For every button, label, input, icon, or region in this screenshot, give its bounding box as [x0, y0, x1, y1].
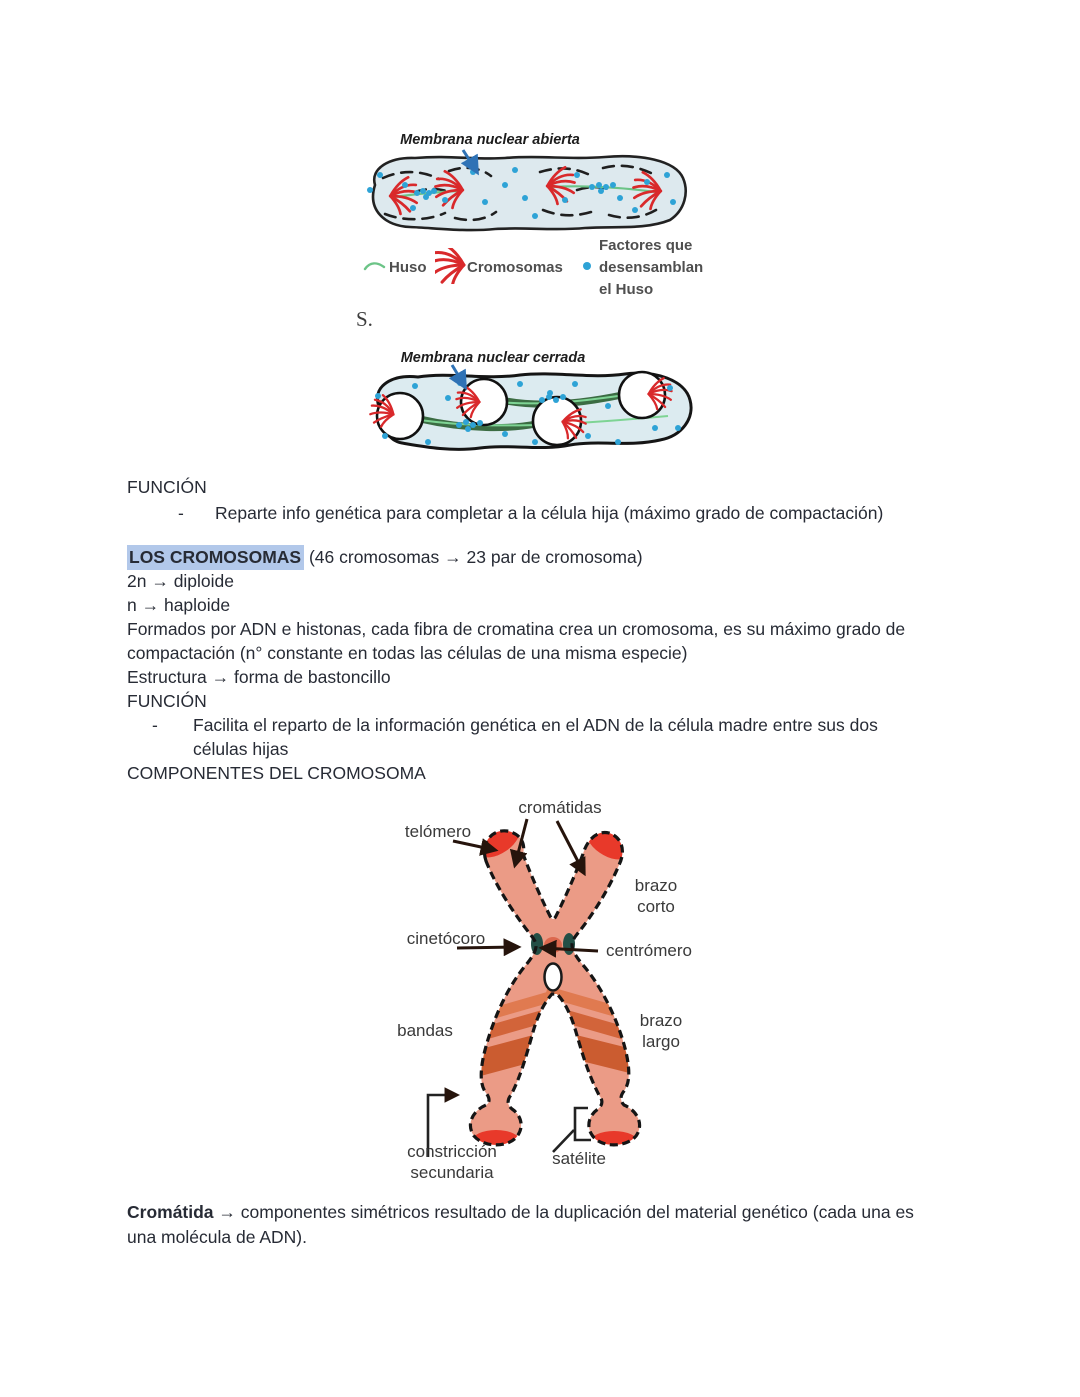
cromosomas-heading-line: LOS CROMOSOMAS (46 cromosomas → 23 par d…: [127, 545, 643, 570]
title-arrow-icon: [460, 149, 479, 176]
annotation-arrows: [452, 818, 599, 958]
factor-dot-icon: [583, 262, 591, 270]
cromatida-definition-rest: → componentes simétricos resultado de la…: [213, 1202, 914, 1222]
figure-closed-title: Membrana nuclear cerrada: [400, 350, 586, 366]
line-n: n → haploide: [127, 595, 231, 615]
figure-open-membrane: Membrana nuclear abierta: [355, 130, 703, 310]
estructura-line: Estructura → forma de bastoncillo: [127, 667, 391, 687]
label-brazo-corto: brazo corto: [634, 876, 678, 916]
label-bandas: bandas: [397, 1021, 453, 1040]
label-telomero: telómero: [404, 822, 472, 841]
label-constriccion-secundaria: constricción secundaria: [407, 1142, 497, 1182]
cromosomas-heading-rest: (46 cromosomas → 23 par de cromosoma): [304, 547, 643, 567]
heading-funcion-2: FUNCIÓN: [127, 691, 207, 711]
legend-cromosomas-label: Cromosomas: [467, 259, 563, 276]
factor-dots: [375, 380, 681, 445]
closed-membrane-diagram: [366, 364, 693, 451]
centromere-shade: [544, 937, 562, 953]
componentes-heading: COMPONENTES DEL CROMOSOMA: [127, 763, 426, 783]
heading-funcion-1: FUNCIÓN: [127, 477, 207, 497]
open-membrane-diagram: [367, 149, 687, 232]
factores-line-1: Factores que: [599, 237, 693, 254]
line-2n: 2n → diploide: [127, 571, 235, 591]
funcion-item-1: Reparte info genética para completar a l…: [215, 503, 884, 523]
label-centromero: centrómero: [606, 941, 692, 960]
label-cinetocoro: cinetócoro: [406, 929, 486, 948]
chromosome-diagram: cromátidas telómero brazo corto cinetóco…: [385, 785, 715, 1197]
section-marker: S.: [356, 307, 373, 331]
funcion-item-2b: células hijas: [193, 739, 289, 759]
funcion-item-2a: Facilita el reparto de la información ge…: [193, 715, 878, 735]
formados-line-2: compactación (n° constante en todas las …: [127, 643, 688, 663]
figure-closed-membrane: Membrana nuclear cerrada: [360, 348, 700, 460]
central-cleft: [543, 962, 563, 992]
bullet-dash: -: [178, 503, 184, 523]
huso-icon: [363, 262, 386, 271]
chromosome-icon: [435, 248, 466, 284]
title-arrow-icon: [448, 364, 467, 391]
legend-huso-label: Huso: [389, 259, 427, 276]
bullet-dash: -: [152, 715, 158, 735]
chromosome-figure: [426, 818, 642, 1157]
label-brazo-largo: brazo largo: [639, 1011, 683, 1051]
label-cromatidas: cromátidas: [518, 798, 602, 817]
factores-line-2: desensamblan: [599, 259, 704, 276]
legend-factores-label: Factores que desensamblan el Huso: [599, 235, 703, 301]
bracket-lines: [426, 1087, 591, 1157]
cromatida-term: Cromátida: [127, 1202, 214, 1222]
cromatida-definition-line-1: Cromátida → componentes simétricos resul…: [127, 1200, 914, 1225]
nuclei: [375, 370, 667, 447]
factores-line-3: el Huso: [599, 281, 654, 298]
formados-line-1: Formados por ADN e histonas, cada fibra …: [127, 619, 906, 639]
cromosomas-heading-highlight: LOS CROMOSOMAS: [127, 545, 305, 570]
cromatida-definition-line-2: una molécula de ADN).: [127, 1227, 307, 1247]
figure-open-title: Membrana nuclear abierta: [400, 132, 580, 148]
label-satelite: satélite: [552, 1149, 606, 1168]
